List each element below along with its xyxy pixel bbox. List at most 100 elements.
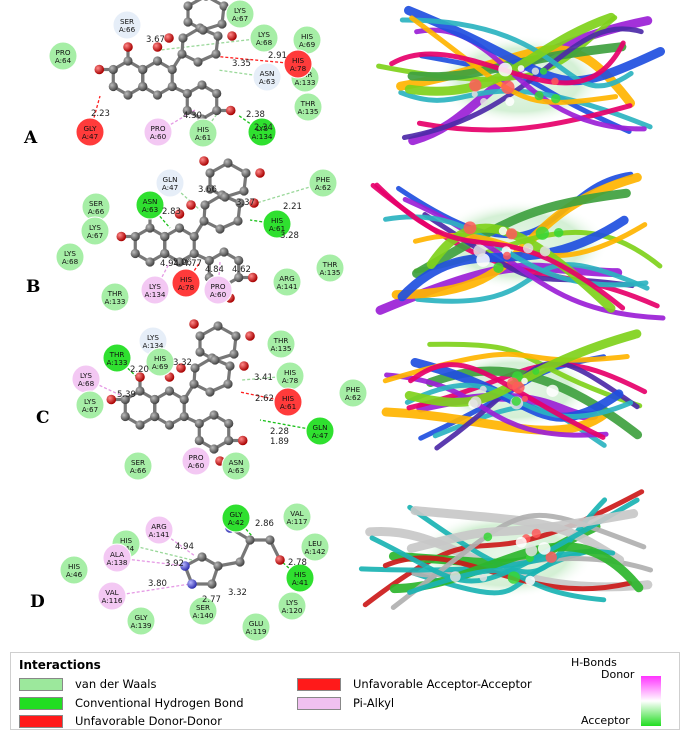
panel-d-ribbon-strand	[369, 497, 640, 584]
panel-c-residue-chain: A:66	[130, 466, 147, 475]
panel-b-protein-ribbon	[370, 171, 666, 321]
panel-a-carbon-atom	[182, 88, 192, 99]
panel-a-carbon-atom	[138, 64, 148, 75]
panel-b-carbon-atom	[160, 231, 170, 242]
legend-label: Unfavorable Donor-Donor	[75, 714, 222, 728]
panel-c-residue-name: GLN	[313, 423, 328, 432]
panel-a-oxygen-atom	[94, 64, 105, 75]
panel-a-carbon-atom	[123, 56, 133, 66]
panel-c-carbon-atom	[194, 418, 204, 429]
panel-b-ribbon-strand	[412, 188, 631, 278]
panel-d-residue-name: GLY	[229, 510, 243, 519]
panel-d-ligand-fragment	[537, 542, 551, 555]
panel-c-residue-disc	[266, 329, 296, 359]
panel-d-residue-disc	[277, 591, 307, 621]
panel-a-interaction-line	[159, 37, 265, 51]
panel-d-residue-disc	[126, 606, 156, 636]
panel-a-carbon-atom	[217, 19, 227, 29]
legend-item-pi-alkyl: Pi-Alkyl	[297, 696, 394, 710]
panel-b-carbon-atom	[160, 248, 170, 259]
panel-b-carbon-atom	[189, 248, 199, 259]
panel-c-residue-chain: A:67	[82, 405, 98, 414]
panel-d-residue-disc	[102, 543, 132, 573]
panel-b-residue-chain: A:68	[62, 257, 79, 266]
panel-a-carbon-atom	[178, 33, 188, 43]
panel-a-distance-label: 2.38	[246, 110, 265, 120]
panel-b-residue-name: GLN	[163, 175, 178, 184]
panel-a-distance-label: 2.34	[254, 123, 273, 133]
panel-a-residue-chain: A:69	[299, 40, 316, 49]
panel-c-residue-name: HIS	[282, 394, 295, 403]
panel-c-residue-chain: A:133	[107, 358, 128, 367]
panel-a-residue-chain: A:134	[252, 132, 273, 141]
panel-c-residue-name: LYS	[80, 371, 92, 380]
panel-a-carbon-atom	[138, 81, 148, 92]
legend-label: Pi-Alkyl	[353, 696, 395, 710]
panel-d-ligand-fragment	[545, 551, 557, 563]
panel-a-ribbon-strand	[398, 88, 653, 130]
panel-d-residue-chain: A:42	[228, 518, 244, 527]
panel-a-carbon-atom	[108, 64, 118, 75]
panel-a-oxygen-atom	[227, 31, 237, 41]
panel-d-residue-name: GLY	[134, 613, 148, 622]
panel-b-carbon-atom	[239, 186, 249, 196]
panel-c-residue-disc	[145, 347, 175, 377]
panel-c-residue-chain: A:60	[188, 461, 205, 470]
panel-b-distance-label: 3.66	[198, 185, 217, 195]
panel-d-carbon-atom	[235, 557, 245, 567]
panel-a-carbon-atom	[203, 0, 209, 1]
panel-c-carbon-atom	[229, 349, 239, 359]
panel-b-carbon-atom	[204, 255, 214, 266]
panel-b-residue-disc	[55, 242, 85, 272]
panel-d-distance-label: 2.78	[288, 558, 307, 568]
panel-c-carbon-atom	[164, 386, 175, 396]
panel-c-oxygen-atom	[237, 435, 248, 446]
panel-a-residue-name: HIS	[301, 32, 314, 41]
panel-c-residue-chain: A:69	[152, 362, 169, 371]
panel-a-ribbon-strand	[399, 17, 634, 89]
panel-b-residue-name: HIS	[271, 216, 284, 225]
panel-c-carbon-atom	[150, 394, 160, 405]
panel-d-carbon-atom	[265, 535, 275, 545]
panel-b-residue-chain: A:60	[210, 290, 227, 299]
panel-d-ligand-fragment	[449, 571, 461, 582]
panel-d-residue-chain: A:142	[305, 547, 326, 556]
panel-c-residue-chain: A:62	[345, 393, 361, 402]
panel-a-protein-ribbon	[376, 5, 666, 146]
panel-c-residue-chain: A:63	[228, 466, 244, 475]
panel-a-residue-disc	[252, 62, 282, 92]
panel-d-protein-ribbon	[358, 489, 654, 610]
panel-c-carbon-atom	[210, 355, 220, 365]
panel-c-residue-disc	[123, 451, 153, 481]
panel-d-residue-name: HIS	[294, 570, 307, 579]
panel-b-carbon-atom	[223, 158, 233, 168]
panel-c-ligand-fragment	[521, 377, 528, 385]
panel-b-carbon-atom	[241, 168, 251, 178]
panel-b-carbon-atom	[219, 247, 229, 257]
panel-a-distance-label: 4.30	[183, 111, 202, 121]
panel-c-residue-name: THR	[109, 350, 125, 359]
panel-b-oxygen-atom	[199, 156, 209, 166]
panel-d-residue-disc	[188, 596, 218, 626]
panel-b-oxygen-atom	[116, 231, 127, 242]
panel-b-residue-disc	[100, 282, 130, 312]
panel-c-residue-name: ASN	[229, 458, 244, 467]
panel-c-residue-chain: A:47	[312, 431, 328, 440]
panel-c-ligand-fragment	[546, 384, 559, 397]
panel-b-distance-label: 3.37	[236, 198, 255, 208]
panel-a-residue-chain: A:67	[232, 14, 248, 23]
panel-d-distance-label: 2.86	[255, 519, 274, 529]
panel-a-ligand-fragment	[517, 65, 525, 72]
panel-c-ribbon-strand	[384, 372, 609, 438]
panel-c-carbon-atom	[213, 321, 223, 331]
panel-a-ligand-fragment	[531, 67, 540, 75]
panel-b-distance-label: 2.83	[162, 207, 181, 217]
